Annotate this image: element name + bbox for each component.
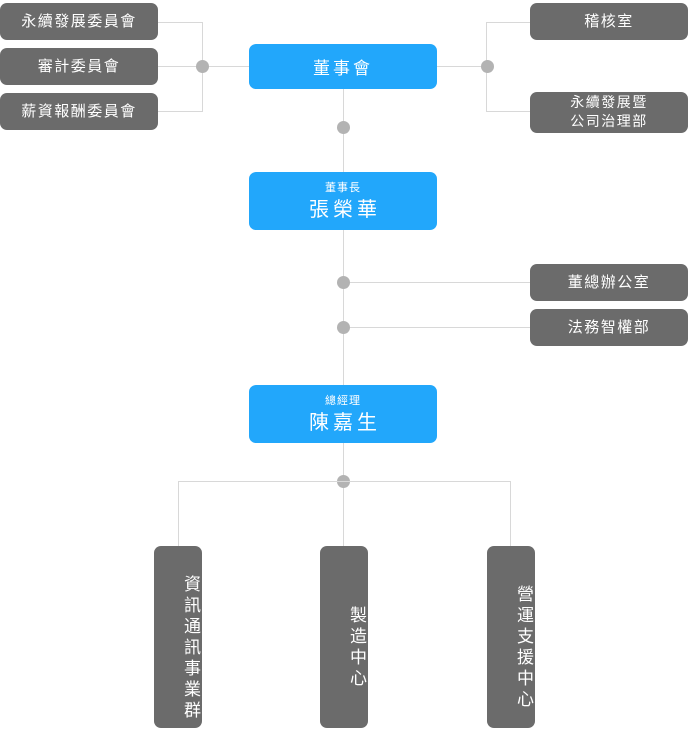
connector-chairman-to-gm	[343, 230, 344, 385]
node-label: 董總辦公室	[567, 273, 651, 291]
node-chairman-gm-office[interactable]: 董總辦公室	[530, 264, 688, 301]
node-general-manager[interactable]: 總經理 陳嘉生	[249, 385, 437, 443]
connector-division-1-drop	[178, 481, 179, 546]
node-label: 製造中心	[346, 606, 366, 690]
node-label: 稽核室	[584, 12, 634, 30]
connector-committee-1-stub	[158, 22, 203, 23]
connector-sustainability-dept-stub	[486, 111, 530, 112]
node-committee-sustainability[interactable]: 永續發展委員會	[0, 3, 158, 40]
node-role-label: 董事長	[325, 180, 361, 194]
connector-to-chairman-gm-office	[344, 282, 530, 283]
node-label: 審計委員會	[37, 57, 121, 75]
node-label: 薪資報酬委員會	[21, 102, 137, 120]
connector-committee-3-stub	[158, 111, 203, 112]
node-committee-compensation[interactable]: 薪資報酬委員會	[0, 93, 158, 130]
node-label: 董事會	[313, 59, 373, 79]
connector-committees-to-board	[158, 66, 203, 67]
node-audit-office[interactable]: 稽核室	[530, 3, 688, 40]
node-division-ict-business-group[interactable]: 資訊通訊事業群	[154, 546, 202, 728]
junction-dot-board-chairman	[337, 121, 350, 134]
node-board-of-directors[interactable]: 董事會	[249, 44, 437, 89]
connector-division-3-drop	[510, 481, 511, 546]
node-label-line-1: 永續發展暨	[570, 94, 648, 111]
connector-audit-office-stub	[486, 22, 530, 23]
junction-dot-legal-ip-dept	[337, 321, 350, 334]
connector-board-to-right-bracket	[437, 66, 487, 67]
connector-bracket-to-board-left	[203, 66, 250, 67]
node-label: 法務智權部	[567, 318, 651, 336]
connector-to-legal-ip-dept	[344, 327, 530, 328]
node-chairman[interactable]: 董事長 張榮華	[249, 172, 437, 230]
junction-dot-committees	[196, 60, 209, 73]
node-committee-audit[interactable]: 審計委員會	[0, 48, 158, 85]
node-label-line-2: 公司治理部	[570, 113, 648, 130]
node-person-name: 陳嘉生	[309, 409, 381, 434]
junction-dot-board-right	[481, 60, 494, 73]
node-division-operations-support-center[interactable]: 營運支援中心	[487, 546, 535, 728]
connector-divisions-horizontal	[178, 481, 510, 482]
node-division-manufacturing-center[interactable]: 製造中心	[320, 546, 368, 728]
node-label: 永續發展委員會	[21, 12, 137, 30]
node-label: 資訊通訊事業群	[180, 574, 200, 722]
junction-dot-chairman-gm-office	[337, 276, 350, 289]
node-role-label: 總經理	[325, 393, 361, 407]
node-legal-ip-dept[interactable]: 法務智權部	[530, 309, 688, 346]
node-person-name: 張榮華	[309, 196, 381, 221]
connector-gm-trunk-down	[343, 443, 344, 546]
node-label: 營運支援中心	[513, 585, 533, 711]
node-sustainability-governance-dept[interactable]: 永續發展暨 公司治理部	[530, 92, 688, 133]
